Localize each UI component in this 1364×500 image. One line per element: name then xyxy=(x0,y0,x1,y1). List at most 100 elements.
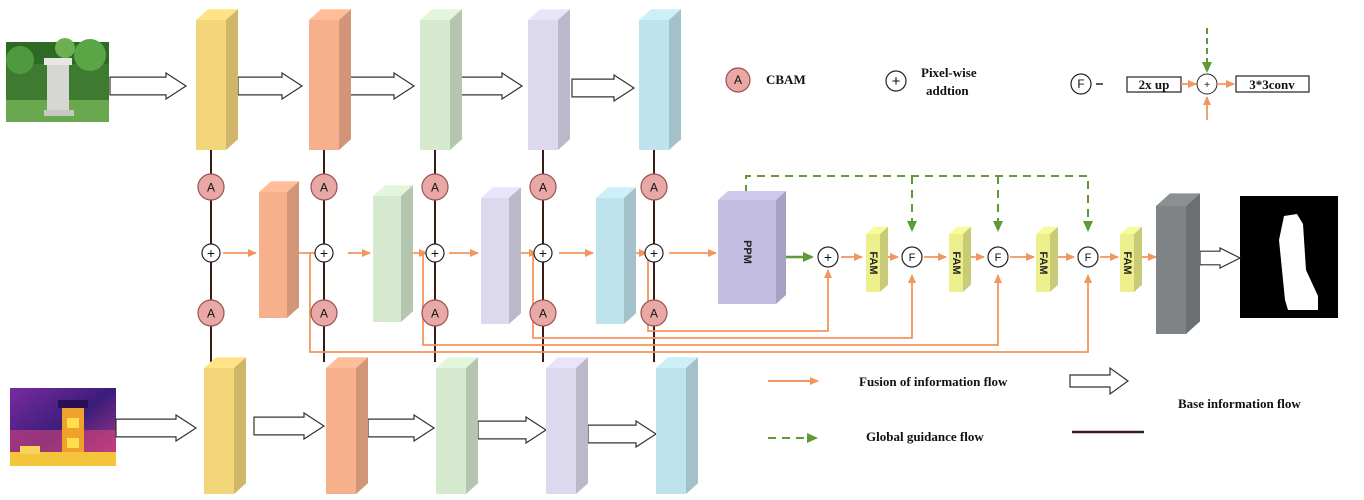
rgb-encoder-block-1-side xyxy=(226,9,238,151)
legend-fusion-label: Fusion of information flow xyxy=(859,374,1008,389)
addition-node-2-ring xyxy=(314,243,334,263)
base-arrow-out xyxy=(1199,247,1242,269)
cbam-rgb-4: A xyxy=(529,173,557,201)
cbam-thermal-4-glyph: A xyxy=(539,306,547,320)
cbam-thermal-2-ring xyxy=(310,299,338,327)
fam-block-2-side xyxy=(963,226,971,292)
fusion-block-4-top xyxy=(596,187,636,198)
thermal-encoder-block-2-front xyxy=(326,368,356,494)
fam-block-1-front xyxy=(866,234,880,292)
addition-node-2-glyph: + xyxy=(320,245,328,261)
addition-node-1-ring xyxy=(201,243,221,263)
fam-op-node-2-ring xyxy=(987,246,1009,268)
legend-f-letter: F xyxy=(1077,77,1084,91)
cbam-thermal-3-ring xyxy=(421,299,449,327)
rgb-encoder-block-3-top xyxy=(420,9,462,20)
fam-block-1-side xyxy=(880,226,888,292)
rgb-encoder-block-2-top xyxy=(309,9,351,20)
rgb-encoder-block-1 xyxy=(196,9,238,151)
thermal-encoder-block-3-front xyxy=(436,368,466,494)
ppm-block-front xyxy=(718,200,776,304)
cbam-rgb-5: A xyxy=(640,173,668,201)
addition-node-2: + xyxy=(314,243,334,263)
legend-hollow-arrow-icon xyxy=(1069,366,1130,396)
fam-block-3-side xyxy=(1050,226,1058,292)
fam-block-4-side xyxy=(1134,226,1142,292)
fam-block-3-label: FAM xyxy=(1037,251,1049,274)
legend-cbam-icon-letter: A xyxy=(734,73,742,87)
fam-block-2-label: FAM xyxy=(950,251,962,274)
legend-base-flow-label: Base information flow xyxy=(1178,396,1301,411)
fam-block-1: FAM xyxy=(866,226,888,292)
cbam-rgb-4-ring xyxy=(529,173,557,201)
thermal-encoder-block-1-side xyxy=(234,357,246,494)
cbam-rgb-2-glyph: A xyxy=(320,180,328,194)
rgb-encoder-block-2 xyxy=(309,9,351,151)
addition-node-5-ring xyxy=(644,243,664,263)
rgb-encoder-block-4-front xyxy=(528,20,558,150)
fam-op-node-2: F xyxy=(987,246,1009,268)
addition-node-1-glyph: + xyxy=(207,245,215,261)
rgb-encoder-block-4-side xyxy=(558,9,570,151)
skip-line-1 xyxy=(309,253,1092,353)
rgb-encoder-block-5-top xyxy=(639,9,681,20)
cbam-rgb-1-ring xyxy=(197,173,225,201)
ppm-block-top xyxy=(718,191,786,200)
base-arrow-top-2 xyxy=(349,71,416,101)
base-arrow-top-3 xyxy=(459,71,524,101)
skip-line-3 xyxy=(532,253,916,339)
fam-op-node-3: F xyxy=(1077,246,1099,268)
rgb-encoder-block-2-front xyxy=(309,20,339,150)
base-arrow-bottom-1 xyxy=(253,411,326,441)
cbam-thermal-4: A xyxy=(529,299,557,327)
rgb-input-image xyxy=(6,38,109,122)
base-arrow-bottom-2 xyxy=(367,413,436,443)
thermal-encoder-block-5-side xyxy=(686,357,698,494)
base-arrow-top-1 xyxy=(237,71,304,101)
base-arrow-bottom-4 xyxy=(587,419,658,449)
cbam-thermal-1-glyph: A xyxy=(207,306,215,320)
legend-3x3conv-box xyxy=(1235,75,1310,93)
cbam-thermal-2: A xyxy=(310,299,338,327)
fusion-block-4 xyxy=(596,187,636,324)
base-arrow-rgb-in xyxy=(109,71,188,101)
rgb-encoder-block-3-side xyxy=(450,9,462,151)
fusion-block-1 xyxy=(259,181,299,318)
cbam-rgb-4-glyph: A xyxy=(539,180,547,194)
addition-node-4-glyph: + xyxy=(539,245,547,261)
thermal-encoder-block-4-side xyxy=(576,357,588,494)
legend-fam-structure: F 2x up + 3*3conv xyxy=(1070,28,1310,120)
fusion-block-3 xyxy=(481,187,521,324)
fam-block-1-top xyxy=(866,226,888,234)
thermal-encoder-block-5-front xyxy=(656,368,686,494)
cbam-rgb-1-glyph: A xyxy=(207,180,215,194)
rgb-encoder-block-4-top xyxy=(528,9,570,20)
legend-cbam-icon xyxy=(725,67,751,93)
cbam-rgb-5-ring xyxy=(640,173,668,201)
rgb-encoder-block-5 xyxy=(639,9,681,151)
cbam-thermal-4-ring xyxy=(529,299,557,327)
output-block xyxy=(1156,193,1200,334)
decoder-addition-node-ring xyxy=(817,246,839,268)
legend-pixel-wise-line2: addtion xyxy=(926,83,969,98)
rgb-encoder-block-1-front xyxy=(196,20,226,150)
base-arrow-bottom-3 xyxy=(477,415,548,445)
thermal-encoder-block-1 xyxy=(204,357,246,494)
fam-op-node-2-glyph: F xyxy=(995,252,1002,264)
addition-node-4-ring xyxy=(533,243,553,263)
cbam-rgb-3: A xyxy=(421,173,449,201)
svg-text:+: + xyxy=(1204,80,1210,91)
fusion-block-2-front xyxy=(373,196,401,322)
thermal-encoder-block-3-side xyxy=(466,357,478,494)
fam-block-4: FAM xyxy=(1120,226,1142,292)
cbam-thermal-5: A xyxy=(640,299,668,327)
legend-plus-icon xyxy=(885,70,907,92)
legend-plus-symbol: + xyxy=(892,73,901,90)
fusion-block-4-side xyxy=(624,187,636,324)
output-block-side xyxy=(1186,193,1200,334)
fam-block-4-top xyxy=(1120,226,1142,234)
legend-f-icon xyxy=(1070,73,1092,95)
cbam-rgb-3-ring xyxy=(421,173,449,201)
addition-node-3: + xyxy=(425,243,445,263)
